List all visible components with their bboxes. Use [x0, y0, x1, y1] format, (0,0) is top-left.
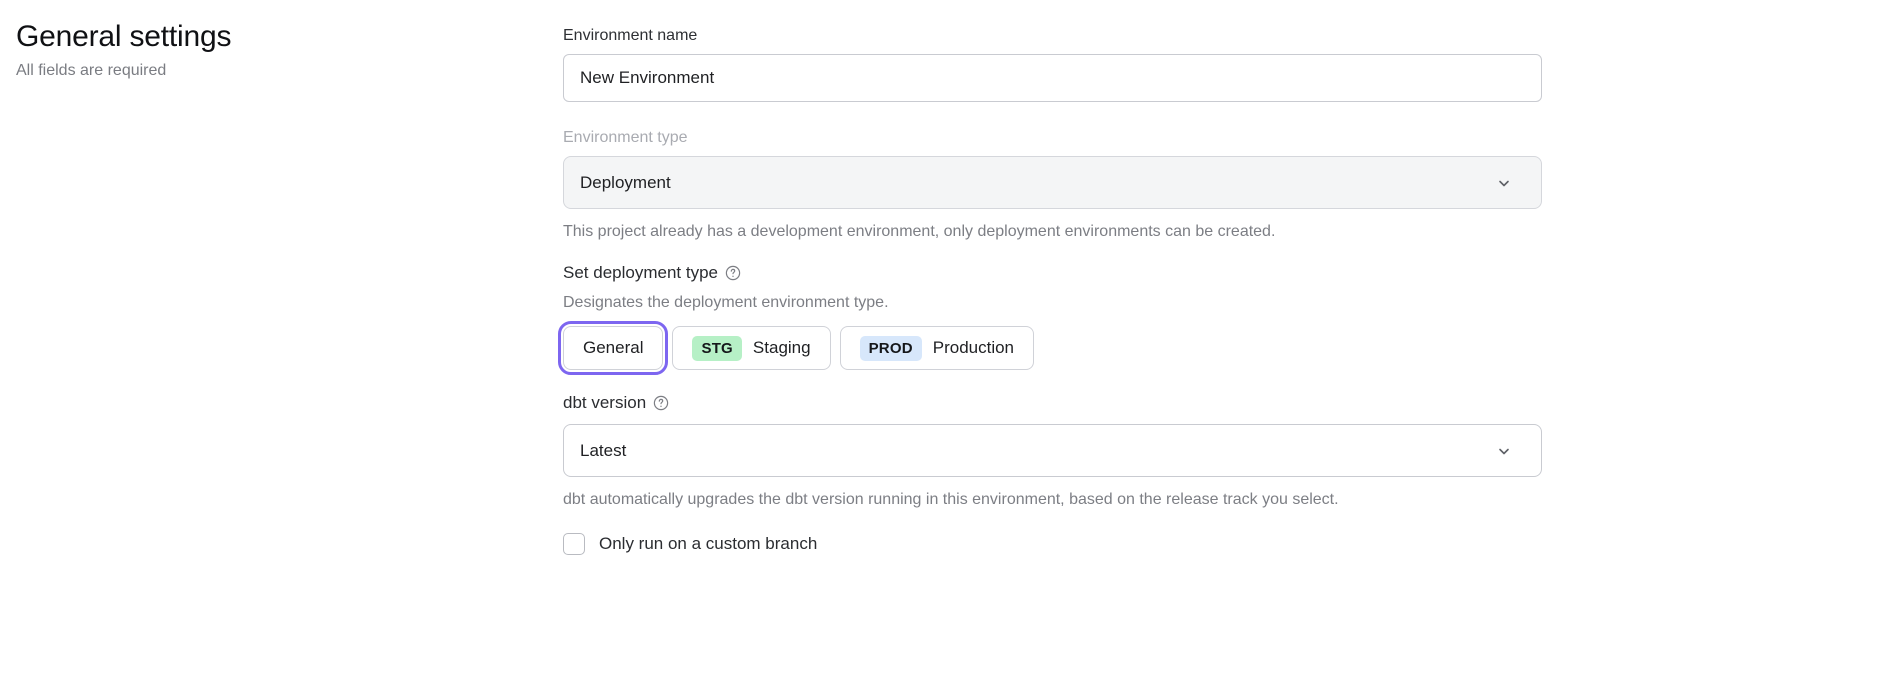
deployment-type-option-production-label: Production [932, 338, 1015, 357]
environment-name-value: New Environment [580, 68, 715, 87]
deployment-type-option-production[interactable]: PROD Production [839, 326, 1035, 370]
chevron-down-icon [1497, 176, 1511, 190]
deployment-type-option-general-label: General [583, 338, 644, 357]
environment-name-field-group: Environment name New Environment [563, 26, 1542, 102]
environment-type-help-text: This project already has a development e… [563, 223, 1276, 240]
environment-type-select[interactable]: Deployment [563, 156, 1542, 209]
environment-type-field-group: Environment type Deployment This project… [563, 128, 1542, 243]
deployment-type-label-row: Set deployment type [563, 262, 1542, 284]
settings-intro-column: General settings All fields are required [0, 0, 563, 678]
environment-name-label: Environment name [563, 27, 698, 44]
chevron-down-icon [1497, 444, 1511, 458]
custom-branch-checkbox[interactable] [563, 533, 585, 555]
custom-branch-label: Only run on a custom branch [599, 534, 818, 553]
page-subtitle: All fields are required [16, 62, 167, 79]
deployment-type-field-group: Set deployment type Designates the deplo… [557, 262, 1542, 375]
dbt-version-label: dbt version [563, 393, 647, 412]
environment-name-input[interactable]: New Environment [563, 54, 1542, 102]
deployment-type-options: General STG Staging PROD Production [557, 321, 1542, 375]
question-circle-icon[interactable] [725, 265, 741, 281]
deployment-type-option-staging-label: Staging [752, 338, 811, 357]
dbt-version-label-row: dbt version [563, 392, 1542, 414]
dbt-version-help-text: dbt automatically upgrades the dbt versi… [563, 491, 1339, 508]
deployment-type-label: Set deployment type [563, 263, 718, 282]
dbt-version-select[interactable]: Latest [563, 424, 1542, 477]
settings-form-column: Environment name New Environment Environ… [557, 0, 1890, 678]
environment-type-label: Environment type [563, 129, 688, 146]
dbt-version-value: Latest [580, 440, 627, 460]
question-circle-icon[interactable] [653, 395, 669, 411]
custom-branch-row[interactable]: Only run on a custom branch [563, 533, 1542, 555]
deployment-type-option-staging[interactable]: STG Staging [672, 326, 831, 370]
production-badge: PROD [859, 335, 922, 361]
page-title: General settings [16, 20, 232, 53]
deployment-type-description: Designates the deployment environment ty… [563, 294, 889, 311]
deployment-type-option-general[interactable]: General [557, 321, 669, 375]
dbt-version-field-group: dbt version Latest dbt automatically upg… [563, 392, 1542, 511]
staging-badge: STG [692, 335, 742, 361]
environment-type-value: Deployment [580, 172, 671, 192]
